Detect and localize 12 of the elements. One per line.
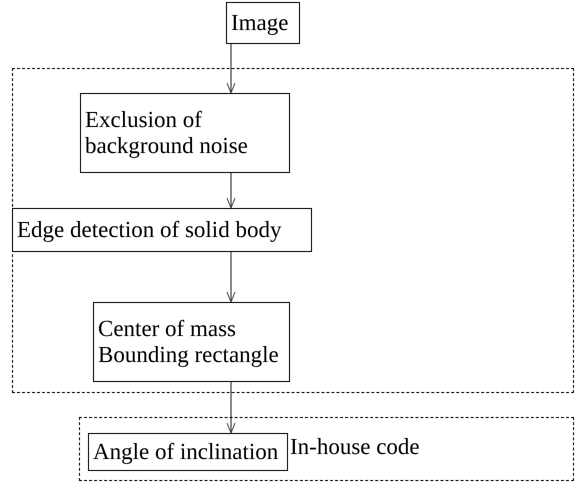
process-box: Angle of inclination [88,433,288,471]
arrow [226,382,236,434]
arrow [226,173,236,208]
process-box: Exclusion of background noise [80,93,290,173]
dashed-group-box [12,68,574,393]
arrow [226,252,236,302]
dashed-group-box [79,417,574,481]
group-label: In-house code [290,433,420,461]
process-box: Image [226,2,300,44]
process-box: Edge detection of solid body [12,208,312,252]
arrow [226,44,236,94]
process-box: Center of mass Bounding rectangle [93,302,290,382]
